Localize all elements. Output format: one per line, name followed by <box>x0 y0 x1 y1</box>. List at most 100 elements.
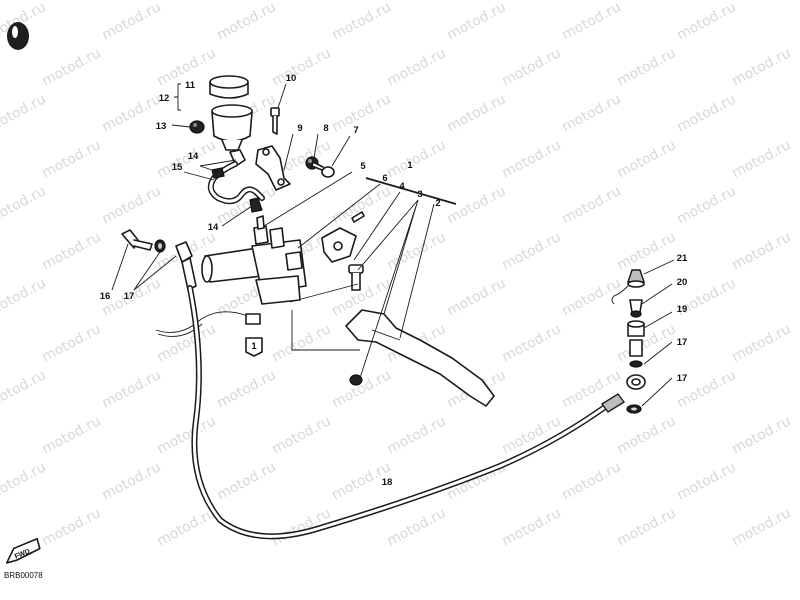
watermark-text: motod.ru <box>0 367 49 411</box>
watermark-text: motod.ru <box>559 0 623 44</box>
note-marker: 1 <box>245 337 263 357</box>
watermark-text: motod.ru <box>39 321 103 365</box>
callout-3: 3 <box>417 189 422 200</box>
reservoir-grommet <box>189 120 205 134</box>
reservoir-bracket <box>255 145 291 191</box>
clutch-lever <box>345 309 495 407</box>
master-cylinder-body <box>201 227 307 305</box>
callout-1: 1 <box>407 160 413 171</box>
leader-lines <box>111 83 675 407</box>
bleed-nipple <box>253 215 269 245</box>
callout-21: 21 <box>677 253 688 264</box>
sealing-washer-right-upper <box>629 360 643 368</box>
note-marker-text: 1 <box>251 341 257 352</box>
watermark-text: motod.ru <box>614 45 678 89</box>
watermark-text: motod.ru <box>559 275 623 319</box>
banjo-bolt <box>121 229 153 251</box>
watermark-text: motod.ru <box>614 505 678 549</box>
callout-4: 4 <box>399 181 405 192</box>
sealing-washer <box>154 239 166 253</box>
dust-cap <box>611 269 645 305</box>
watermark-text: motod.ru <box>729 45 793 89</box>
watermark-text: motod.ru <box>444 183 508 227</box>
callout-15: 15 <box>172 162 183 173</box>
switch-cover <box>321 227 357 263</box>
hose-clamp-lower <box>249 197 263 213</box>
hose-clamp-upper <box>211 167 225 179</box>
hose-banjo-lower <box>626 374 646 390</box>
watermark-text: motod.ru <box>39 413 103 457</box>
watermark-text: motod.ru <box>384 505 448 549</box>
watermark-text: motod.ru <box>0 459 49 503</box>
watermark-text: motod.ru <box>674 183 738 227</box>
watermark-text: motod.ru <box>499 137 563 181</box>
callout-8: 8 <box>323 123 328 134</box>
watermark-text: motod.ru <box>214 459 278 503</box>
watermark-text: motod.ru <box>559 183 623 227</box>
watermark-text: motod.ru <box>0 275 49 319</box>
watermark-text: motod.ru <box>384 45 448 89</box>
callout-7: 7 <box>353 125 358 136</box>
watermark-text: motod.ru <box>729 505 793 549</box>
sealing-washer-right-lower <box>626 404 642 414</box>
watermark-text: motod.ru <box>329 91 393 135</box>
watermark-text: motod.ru <box>99 183 163 227</box>
watermark-text: motod.ru <box>39 229 103 273</box>
pivot-bolt <box>348 264 364 291</box>
watermark-text: motod.ru <box>39 45 103 89</box>
watermark-text: motod.ru <box>729 413 793 457</box>
watermark-text: motod.ru <box>444 91 508 135</box>
watermark-text: motod.ru <box>384 137 448 181</box>
watermark-text: motod.ru <box>674 0 738 44</box>
hose-banjo-upper <box>175 241 197 291</box>
hose-ferrule <box>600 393 626 413</box>
watermark-text: motod.ru <box>39 137 103 181</box>
watermark-text: motod.ru <box>39 505 103 549</box>
callout-labels: 11 12 13 10 9 8 7 5 1 6 4 3 2 14 15 14 1… <box>100 73 688 488</box>
watermark-text: motod.ru <box>154 505 218 549</box>
callout-13: 13 <box>156 121 167 132</box>
watermark-text: motod.ru <box>0 91 49 135</box>
callout-9: 9 <box>297 123 302 134</box>
bleed-valve <box>629 299 643 318</box>
watermark-text: motod.ru <box>499 321 563 365</box>
switch-screw <box>351 211 365 223</box>
watermark-text: motod.ru <box>384 413 448 457</box>
bolt <box>270 107 280 135</box>
watermark-text: motod.ru <box>614 321 678 365</box>
watermark-text: motod.ru <box>674 459 738 503</box>
watermark-text: motod.ru <box>154 321 218 365</box>
watermark-text: motod.ru <box>329 0 393 44</box>
watermark-text: motod.ru <box>99 367 163 411</box>
watermark-text: motod.ru <box>499 505 563 549</box>
watermark-text: motod.ru <box>729 229 793 273</box>
watermark-text: motod.ru <box>729 321 793 365</box>
callout-18: 18 <box>382 477 393 488</box>
callout-20: 20 <box>677 277 688 288</box>
callout-16: 16 <box>100 291 111 302</box>
callout-17-right-lower: 17 <box>677 373 688 384</box>
watermark-text: motod.ru <box>99 459 163 503</box>
callout-12: 12 <box>159 93 170 104</box>
watermark-text: motod.ru <box>729 137 793 181</box>
watermark-text: motod.ru <box>444 275 508 319</box>
callout-5: 5 <box>360 161 366 172</box>
watermark-text: motod.ru <box>154 413 218 457</box>
callout-11: 11 <box>185 80 196 91</box>
watermark-text: motod.ru <box>614 229 678 273</box>
watermark-text: motod.ru <box>329 183 393 227</box>
callout-2: 2 <box>435 198 440 209</box>
callout-17-right-upper: 17 <box>677 337 688 348</box>
watermark-text: motod.ru <box>269 321 333 365</box>
watermark-text: motod.ru <box>444 0 508 44</box>
binder-hole-mark <box>7 22 29 50</box>
callout-17-left: 17 <box>124 291 135 302</box>
watermark-text: motod.ru <box>614 137 678 181</box>
watermark-text: motod.ru <box>499 45 563 89</box>
watermark-text: motod.ru <box>154 137 218 181</box>
watermark-text: motod.ru <box>0 183 49 227</box>
watermark-text: motod.ru <box>269 45 333 89</box>
watermark-text: motod.ru <box>614 413 678 457</box>
